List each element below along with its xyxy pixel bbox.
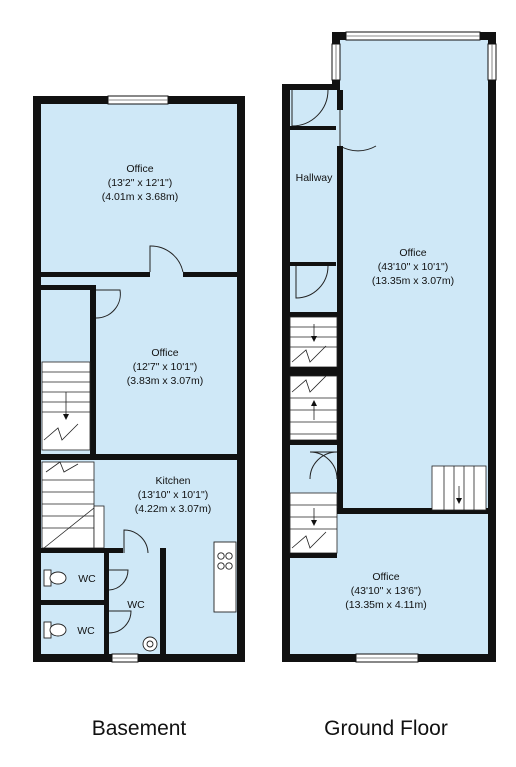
door-swing-office-top — [149, 245, 184, 273]
room-name-kitchen: Kitchen — [155, 475, 190, 487]
room-name-office-top: Office — [126, 163, 153, 175]
ground-floor-labels: Hallway Office (43'10" x 10'1") (13.35m … — [296, 172, 455, 740]
room-size-imperial-office-mid: (12'7" x 10'1") — [133, 361, 198, 373]
door-swing-front — [291, 89, 329, 127]
basement-wc-wall-top — [40, 548, 112, 553]
room-name-office-mid: Office — [151, 347, 178, 359]
door-swing-wc-lobby — [123, 529, 149, 554]
ground-hallway-wall — [337, 146, 343, 510]
basement-partition-3 — [40, 454, 238, 460]
room-size-metric-office-rear: (13.35m x 4.11m) — [345, 599, 427, 611]
door-swing-wc-2 — [108, 610, 132, 634]
room-size-imperial-office-large: (43'10" x 10'1") — [378, 261, 448, 273]
ground-partition-rear — [337, 508, 488, 514]
basin-icon — [142, 636, 158, 652]
room-name-office-large: Office — [399, 247, 426, 259]
kitchen-counter-icon — [213, 541, 237, 613]
basement-stairs-2 — [41, 461, 95, 549]
ground-wall-left — [282, 84, 290, 662]
room-size-metric-office-large: (13.35m x 3.07m) — [372, 275, 454, 287]
ground-floor-plan — [282, 31, 497, 663]
door-swing-office-mid — [95, 289, 121, 319]
ground-wall-right — [488, 32, 496, 662]
room-size-metric-kitchen: (4.22m x 3.07m) — [135, 503, 211, 515]
room-name-wc-2: WC — [77, 625, 95, 637]
door-swing-wc-1 — [108, 569, 129, 591]
toilet-1-icon — [43, 569, 67, 587]
basement-title: Basement — [92, 717, 187, 740]
basement-partition-2 — [90, 285, 96, 455]
ground-floor-title: Ground Floor — [324, 717, 448, 740]
room-size-imperial-office-top: (13'2" x 12'1") — [108, 177, 173, 189]
basement-plan — [33, 95, 245, 663]
room-size-metric-office-top: (4.01m x 3.68m) — [102, 191, 178, 203]
door-swing-stairs — [309, 451, 338, 480]
ground-wall-top-left — [282, 84, 336, 90]
basement-wall-right — [237, 96, 245, 662]
room-name-hallway: Hallway — [296, 172, 334, 184]
room-size-imperial-office-rear: (43'10" x 13'6") — [351, 585, 421, 597]
room-name-wc-3: WC — [127, 599, 145, 611]
room-size-imperial-kitchen: (13'10" x 10'1") — [138, 489, 208, 501]
room-size-metric-office-mid: (3.83m x 3.07m) — [127, 375, 203, 387]
toilet-2-icon — [43, 621, 67, 639]
door-swing-hallway-2 — [295, 265, 329, 299]
basement-wall-bottom — [33, 654, 245, 662]
basement-wall-left — [33, 96, 41, 662]
basement-labels: Office (13'2" x 12'1") (4.01m x 3.68m) O… — [77, 163, 211, 740]
room-name-office-rear: Office — [372, 571, 399, 583]
basement-partition-1 — [40, 272, 150, 277]
ground-stairs-2 — [289, 375, 338, 441]
basement-wc-wall-right — [160, 548, 166, 656]
room-name-wc-1: WC — [78, 573, 96, 585]
ground-stairs-1 — [289, 316, 338, 368]
